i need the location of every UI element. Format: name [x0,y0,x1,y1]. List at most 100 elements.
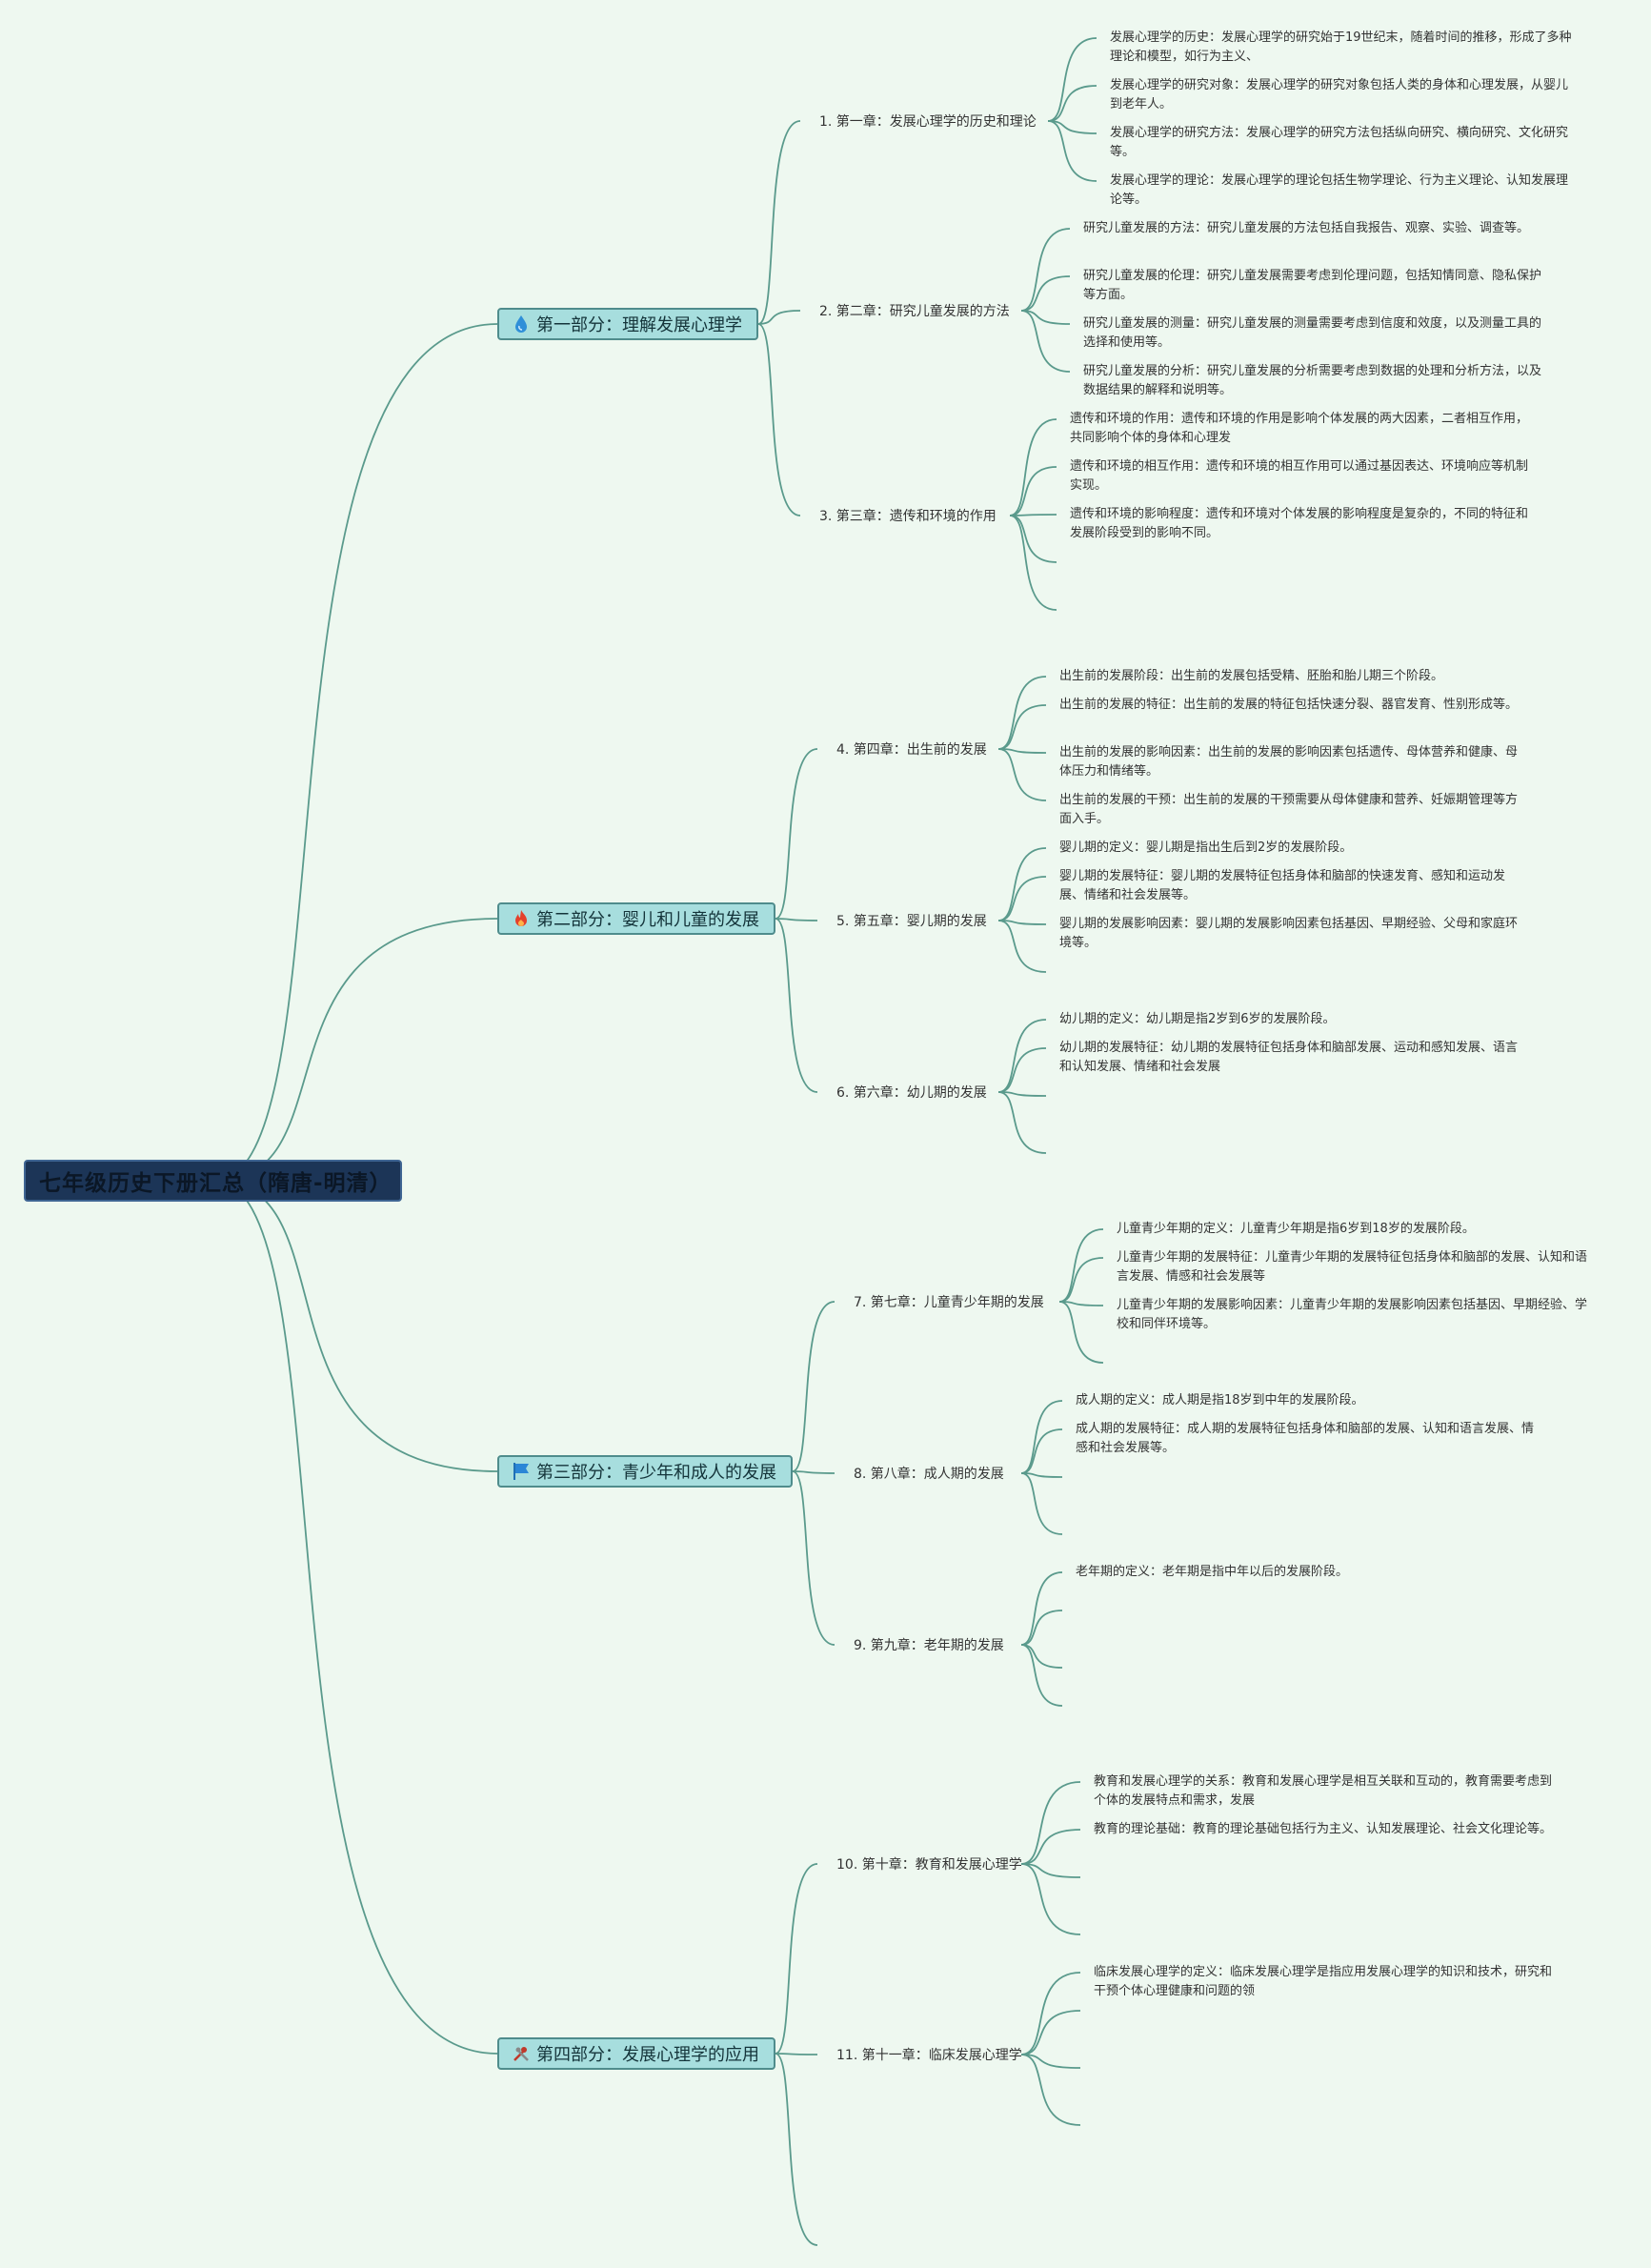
root-node[interactable]: 七年级历史下册汇总（隋唐-明清） [24,1160,402,1202]
connector-line [775,918,818,921]
connector-line [1020,1472,1063,1535]
connector-line [1047,120,1097,182]
connector-line [1047,120,1097,134]
connector-line [213,918,498,1182]
connector-line [997,1091,1047,1154]
part-label: 第二部分：婴儿和儿童的发展 [536,910,759,930]
leaf-node[interactable]: 遗传和环境的作用：遗传和环境的作用是影响个体发展的两大因素，二者相互作用，共同影… [1070,412,1529,445]
root-title: 七年级历史下册汇总（隋唐-明清） [39,1171,393,1196]
connector-line [1020,1972,1081,2055]
connector-line [775,1863,818,2055]
leaf-node[interactable]: 婴儿期的发展特征：婴儿期的发展特征包括身体和脑部的快速发育、感知和运动发展、情绪… [1059,869,1506,902]
connector-line [757,323,801,516]
leaf-node[interactable]: 发展心理学的历史：发展心理学的研究始于19世纪末，随着时间的推移，形成了多种理论… [1110,30,1572,64]
connector-line [997,676,1047,750]
connector-line [997,704,1047,750]
connector-line [1047,37,1097,122]
connector-line [1020,1571,1063,1646]
connector-line [1020,1863,1081,1878]
chapter-node[interactable]: 10. 第十章：教育和发展心理学 [836,1857,1022,1873]
leaf-node[interactable]: 儿童青少年期的发展影响因素：儿童青少年期的发展影响因素包括基因、早期经验、学校和… [1117,1298,1588,1331]
connector-line [1058,1228,1104,1303]
connector-line [1020,1428,1063,1474]
leaf-node[interactable]: 出生前的发展的影响因素：出生前的发展的影响因素包括遗传、母体营养和健康、母体压力… [1059,745,1519,779]
connector-line [1058,1301,1104,1306]
leaf-node[interactable]: 婴儿期的发展影响因素：婴儿期的发展影响因素包括基因、早期经验、父母和家庭环境等。 [1059,917,1519,950]
part-label: 第一部分：理解发展心理学 [536,315,742,335]
connector-line [1009,515,1057,563]
chapter-node[interactable]: 9. 第九章：老年期的发展 [854,1638,1004,1653]
leaf-node[interactable]: 出生前的发展阶段：出生前的发展包括受精、胚胎和胎儿期三个阶段。 [1059,669,1444,683]
connector-line [1020,228,1071,312]
leaf-node[interactable]: 儿童青少年期的发展特征：儿童青少年期的发展特征包括身体和脑部的发展、认知和语言发… [1117,1250,1588,1284]
connector-line [997,1047,1047,1093]
leaf-node[interactable]: 成人期的发展特征：成人期的发展特征包括身体和脑部的发展、认知和语言发展、情感和社… [1076,1422,1535,1455]
connector-line [1009,418,1057,516]
connector-line [213,323,498,1182]
connector-line [1009,515,1057,611]
connector-line [1020,1400,1063,1474]
connector-line [997,876,1047,921]
part-label: 第四部分：发展心理学的应用 [536,2045,759,2065]
part-label: 第三部分：青少年和成人的发展 [536,1463,776,1483]
chapter-node[interactable]: 2. 第二章：研究儿童发展的方法 [819,304,1010,319]
part-node-1[interactable]: 第一部分：理解发展心理学 [497,308,758,340]
connector-line [1058,1257,1104,1303]
part-node-2[interactable]: 第二部分：婴儿和儿童的发展 [497,902,775,935]
leaf-node[interactable]: 老年期的定义：老年期是指中年以后的发展阶段。 [1076,1565,1349,1579]
connector-line [1020,1644,1063,1707]
connector-line [1020,1610,1063,1646]
connector-line [213,1180,498,2055]
leaf-node[interactable]: 出生前的发展的干预：出生前的发展的干预需要从母体健康和营养、妊娠期管理等方面入手… [1059,793,1519,826]
leaf-node[interactable]: 发展心理学的研究对象：发展心理学的研究对象包括人类的身体和心理发展，从婴儿到老年… [1110,78,1569,111]
tools-icon [511,2043,532,2064]
chapter-node[interactable]: 7. 第七章：儿童青少年期的发展 [854,1295,1044,1310]
connector-line [1020,2010,1081,2055]
leaf-node[interactable]: 发展心理学的研究方法：发展心理学的研究方法包括纵向研究、横向研究、文化研究等。 [1110,126,1569,159]
leaf-node[interactable]: 教育的理论基础：教育的理论基础包括行为主义、认知发展理论、社会文化理论等。 [1094,1822,1553,1836]
connector-line [997,748,1047,801]
chapter-node[interactable]: 1. 第一章：发展心理学的历史和理论 [819,114,1037,130]
connector-line [757,120,801,325]
connector-line [997,748,1047,754]
chapter-node[interactable]: 11. 第十一章：临床发展心理学 [836,2048,1022,2063]
leaf-node[interactable]: 研究儿童发展的方法：研究儿童发展的方法包括自我报告、观察、实验、调查等。 [1083,221,1530,235]
leaf-node[interactable]: 遗传和环境的相互作用：遗传和环境的相互作用可以通过基因表达、环境响应等机制实现。 [1070,459,1529,493]
leaf-node[interactable]: 儿童青少年期的定义：儿童青少年期是指6岁到18岁的发展阶段。 [1117,1222,1475,1236]
connector-line [792,1470,836,1474]
water-drop-icon [511,314,532,334]
connector-line [1020,1829,1081,1865]
part-node-3[interactable]: 第三部分：青少年和成人的发展 [497,1455,793,1488]
connector-line [1020,1472,1063,1478]
connector-line [775,2053,818,2246]
connector-line [1058,1301,1104,1364]
connector-line [775,918,818,1093]
leaf-node[interactable]: 出生前的发展的特征：出生前的发展的特征包括快速分裂、器官发育、性别形成等。 [1059,698,1519,712]
flag-icon [511,1461,532,1482]
connector-line [997,920,1047,973]
leaf-node[interactable]: 研究儿童发展的伦理：研究儿童发展需要考虑到伦理问题，包括知情同意、隐私保护等方面… [1083,269,1542,302]
leaf-node[interactable]: 幼儿期的发展特征：幼儿期的发展特征包括身体和脑部发展、运动和感知发展、语言和认知… [1059,1041,1519,1074]
chapter-node[interactable]: 3. 第三章：遗传和环境的作用 [819,509,997,524]
chapter-node[interactable]: 4. 第四章：出生前的发展 [836,742,987,758]
part-node-4[interactable]: 第四部分：发展心理学的应用 [497,2037,775,2070]
connector-line [1009,514,1057,516]
connector-line [1020,310,1071,325]
leaf-node[interactable]: 发展心理学的理论：发展心理学的理论包括生物学理论、行为主义理论、认知发展理论等。 [1110,173,1569,207]
chapter-node[interactable]: 8. 第八章：成人期的发展 [854,1467,1004,1482]
connector-line [997,920,1047,925]
leaf-node[interactable]: 研究儿童发展的测量：研究儿童发展的测量需要考虑到信度和效度，以及测量工具的选择和… [1083,316,1542,350]
connector-line [1020,1781,1081,1865]
leaf-node[interactable]: 成人期的定义：成人期是指18岁到中年的发展阶段。 [1076,1393,1364,1407]
leaf-node[interactable]: 教育和发展心理学的关系：教育和发展心理学是相互关联和互动的，教育需要考虑到个体的… [1094,1774,1553,1808]
leaf-node[interactable]: 临床发展心理学的定义：临床发展心理学是指应用发展心理学的知识和技术，研究和干预个… [1094,1965,1553,1998]
leaf-node[interactable]: 遗传和环境的影响程度：遗传和环境对个体发展的影响程度是复杂的，不同的特征和发展阶… [1070,507,1529,540]
leaf-node[interactable]: 幼儿期的定义：幼儿期是指2岁到6岁的发展阶段。 [1059,1012,1336,1026]
leaf-node[interactable]: 研究儿童发展的分析：研究儿童发展的分析需要考虑到数据的处理和分析方法，以及数据结… [1083,364,1542,397]
connector-line [1020,310,1071,373]
chapter-node[interactable]: 5. 第五章：婴儿期的发展 [836,914,987,929]
chapter-node[interactable]: 6. 第六章：幼儿期的发展 [836,1085,987,1101]
connector-line [1020,2054,1081,2069]
leaf-node[interactable]: 婴儿期的定义：婴儿期是指出生后到2岁的发展阶段。 [1059,840,1353,855]
